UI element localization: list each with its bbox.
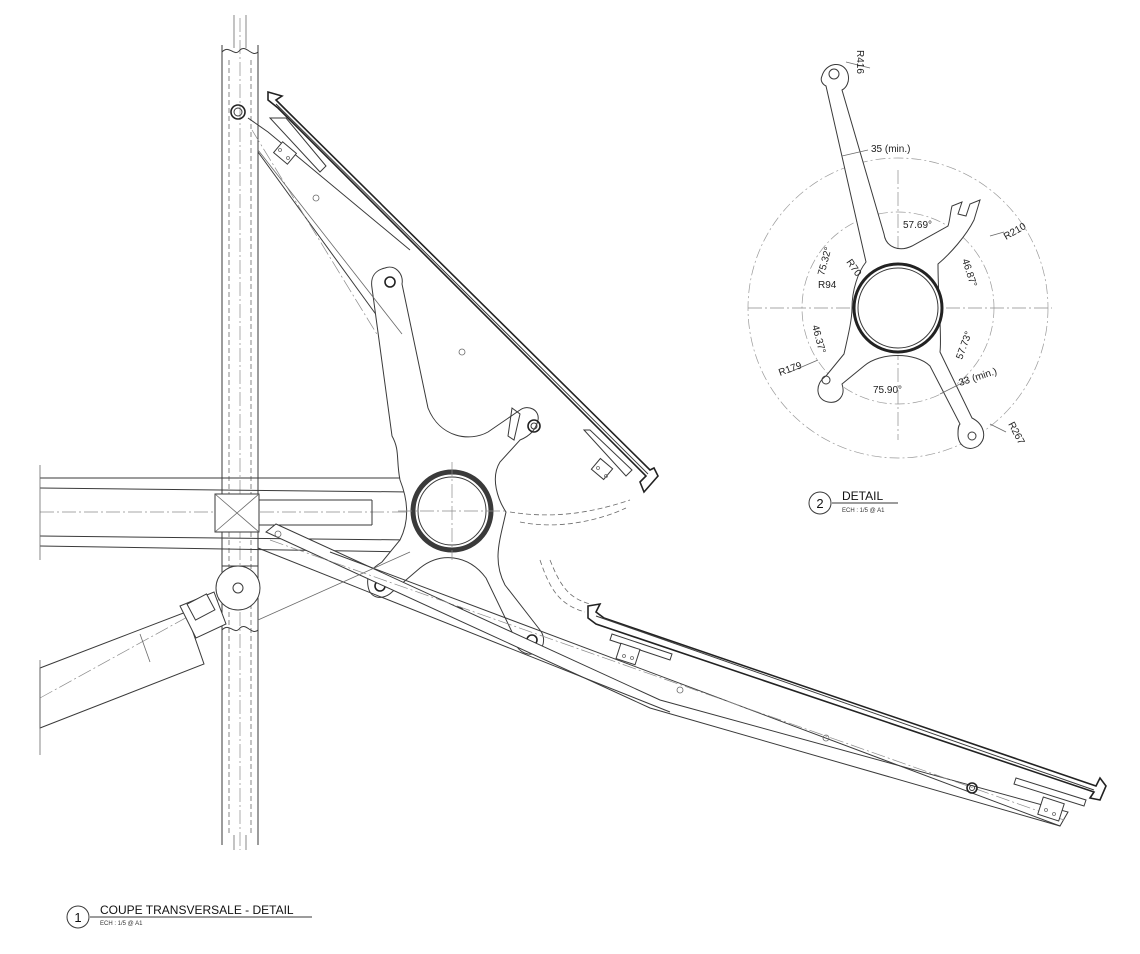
dim-75-32: 75.32°: [816, 246, 834, 277]
dim-35-min: 35 (min.): [871, 144, 910, 155]
construction-line: [257, 551, 411, 621]
dim-r210: R210: [1002, 221, 1029, 243]
lower-arm: [257, 499, 1069, 827]
dim-46-87: 46.87°: [959, 258, 978, 289]
section-drawing: [39, 15, 1107, 850]
detail-1-title: COUPE TRANSVERSALE - DETAIL: [100, 903, 294, 917]
vertical-column: [221, 15, 259, 850]
lower-glazing-profile: [587, 602, 1107, 822]
upper-glazing-profile: [267, 90, 659, 494]
detail-2-title: DETAIL: [842, 489, 883, 503]
inclined-strut: [39, 565, 261, 755]
dim-33-min: 33 (min.): [958, 366, 999, 389]
dim-r94: R94: [818, 280, 837, 291]
construction-line-2: [257, 149, 403, 335]
dim-r416: R416: [854, 50, 865, 74]
dim-r267: R267: [1005, 420, 1026, 447]
horizontal-beam: [39, 465, 420, 560]
detail-2-scale: ECH : 1/5 @ A1: [842, 508, 885, 514]
connector-block: [214, 493, 260, 567]
node-detail: [747, 61, 1052, 459]
central-hub: [367, 266, 544, 655]
detail-1-scale: ECH : 1/5 @ A1: [100, 921, 143, 927]
dim-57-73: 57.73°: [954, 330, 974, 361]
detail-1-number: 1: [74, 910, 81, 925]
dim-75-90: 75.90°: [873, 385, 902, 396]
detail-2-title-block: 2 DETAIL ECH : 1/5 @ A1: [808, 489, 898, 515]
detail-1-title-block: 1 COUPE TRANSVERSALE - DETAIL ECH : 1/5 …: [66, 903, 312, 929]
dim-r179: R179: [777, 360, 804, 379]
dim-57-69: 57.69°: [903, 220, 932, 231]
detail-2-number: 2: [816, 496, 823, 511]
